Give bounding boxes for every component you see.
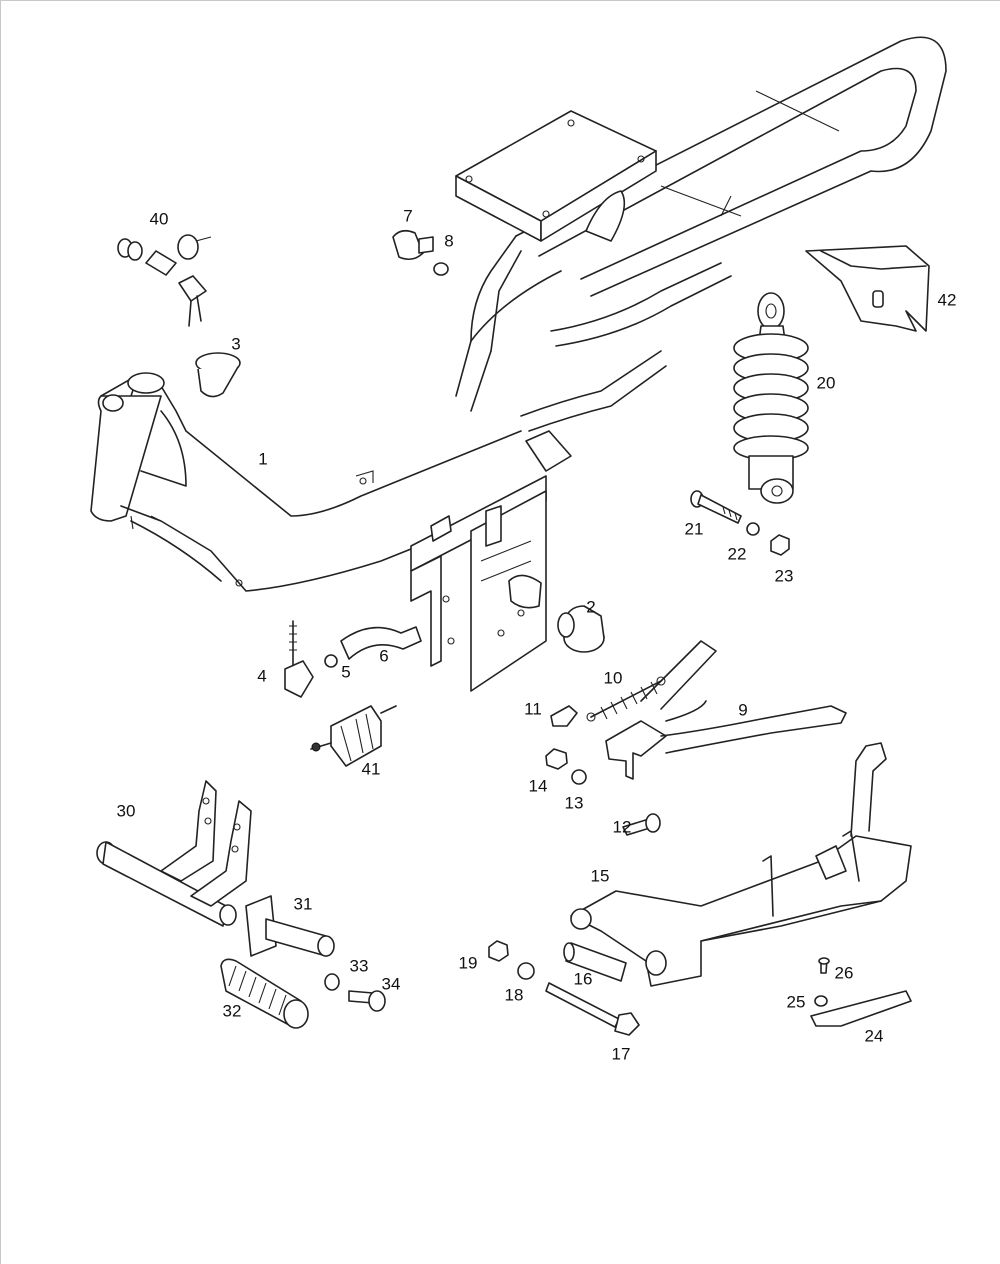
callout-31: 31 — [293, 894, 313, 914]
callout-11: 11 — [524, 699, 542, 719]
callout-15: 15 — [590, 866, 610, 886]
callout-40: 40 — [149, 209, 169, 229]
part-30-bracket — [96, 780, 252, 927]
callout-17: 17 — [611, 1044, 631, 1064]
part-9-stand — [605, 640, 847, 780]
callout-8: 8 — [444, 231, 454, 251]
main-frame — [90, 235, 522, 592]
part-42-bracket — [805, 245, 930, 332]
callout-5: 5 — [341, 662, 351, 682]
callout-21: 21 — [684, 519, 704, 539]
part-2-sleeve — [557, 605, 605, 653]
part-32-rubber — [220, 958, 309, 1029]
part-16-19 — [488, 940, 640, 1036]
callout-20: 20 — [816, 373, 836, 393]
part-4-5-6 — [284, 620, 422, 698]
callout-4: 4 — [257, 666, 267, 686]
callout-42: 42 — [937, 290, 957, 310]
part-15-swingarm — [570, 742, 912, 987]
callout-34: 34 — [381, 974, 401, 994]
callout-24: 24 — [864, 1026, 884, 1046]
part-10-11 — [550, 676, 666, 727]
part-21-22-23 — [690, 490, 790, 556]
callout-14: 14 — [528, 776, 548, 796]
part-3-cup — [195, 352, 241, 398]
callout-2: 2 — [586, 597, 596, 617]
callout-22: 22 — [727, 544, 747, 564]
callout-13: 13 — [564, 793, 584, 813]
callout-3: 3 — [231, 334, 241, 354]
part-20-shock — [733, 292, 809, 504]
callout-9: 9 — [738, 700, 748, 720]
callout-23: 23 — [774, 566, 794, 586]
callout-12: 12 — [612, 817, 632, 837]
part-40-lock-set — [117, 234, 212, 327]
callout-10: 10 — [603, 668, 623, 688]
part-7-8 — [392, 229, 449, 276]
part-24-25-26 — [810, 957, 912, 1027]
callout-16: 16 — [573, 969, 593, 989]
callout-6: 6 — [379, 646, 389, 666]
rear-rack — [470, 36, 947, 432]
callout-32: 32 — [222, 1001, 242, 1021]
part-31-shaft — [245, 895, 335, 957]
callout-1: 1 — [258, 449, 268, 469]
seat-plate — [455, 110, 657, 242]
callout-18: 18 — [504, 985, 524, 1005]
callout-19: 19 — [458, 953, 478, 973]
callout-41: 41 — [361, 759, 381, 779]
callout-25: 25 — [786, 992, 806, 1012]
engine-bracket — [410, 430, 572, 692]
callout-30: 30 — [116, 801, 136, 821]
callout-7: 7 — [403, 206, 413, 226]
part-41-filter — [310, 705, 397, 767]
callout-26: 26 — [834, 963, 854, 983]
part-12-13-14 — [545, 748, 661, 836]
callout-33: 33 — [349, 956, 369, 976]
bracket-bush — [508, 574, 542, 609]
part-33-34 — [324, 973, 386, 1012]
